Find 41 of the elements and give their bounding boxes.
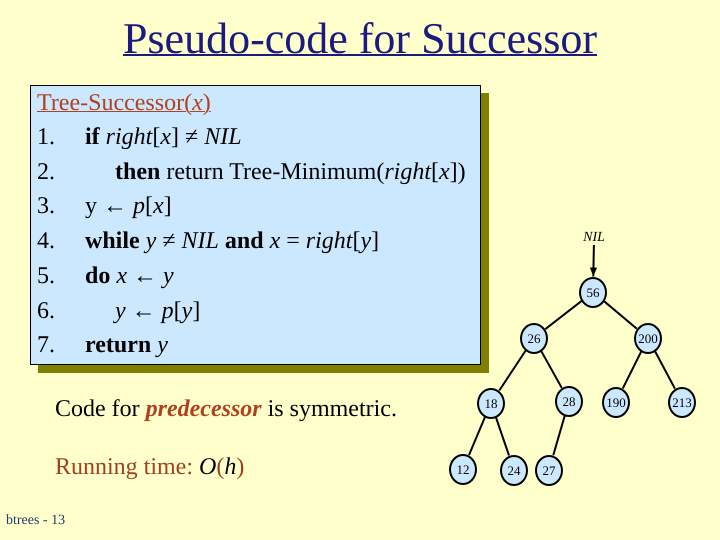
tree-node: 27 <box>535 454 563 486</box>
tree-node: 200 <box>634 322 662 354</box>
line-number: 3. <box>37 192 55 220</box>
connector-line <box>495 417 510 456</box>
connector-line <box>604 300 638 330</box>
connector-line <box>498 350 527 392</box>
code-line: do x ← y <box>85 262 174 290</box>
tree-node: 18 <box>477 388 505 418</box>
function-heading: Tree-Successor(x) <box>37 89 211 117</box>
connector-line <box>468 416 486 456</box>
code-line: return y <box>85 331 168 360</box>
note-text: Code for predecessor is symmetric. <box>55 395 397 423</box>
code-box <box>30 85 489 373</box>
connector-line <box>654 350 676 390</box>
line-number: 6. <box>37 296 55 324</box>
connector-line <box>622 351 642 389</box>
connector-line <box>552 416 566 456</box>
arrow <box>590 244 598 277</box>
connector-line <box>544 300 582 330</box>
code-line: if right[x] ≠ NIL <box>85 123 242 151</box>
tree-node: 213 <box>668 386 696 418</box>
parent-label: NIL <box>583 231 605 245</box>
line-number: 4. <box>37 227 55 256</box>
tree-node: 26 <box>520 322 548 354</box>
code-line: y ← p[y] <box>115 296 200 324</box>
tree-node: 12 <box>449 454 477 484</box>
code-line: then return Tree-Minimum(right[x]) <box>115 158 466 186</box>
line-number: 2. <box>37 158 55 186</box>
code-line: while y ≠ NIL and x = right[y] <box>85 227 380 256</box>
tree-node: 24 <box>500 454 528 486</box>
line-number: 5. <box>37 262 55 290</box>
tree-node: 28 <box>555 386 583 416</box>
tree-node: 56 <box>579 276 607 308</box>
running-time-text: Running time: O(h) <box>55 453 244 481</box>
line-number: 7. <box>37 331 55 360</box>
slide-title: Pseudo-code for Successor <box>122 14 598 64</box>
slide-footer: btrees - 13 <box>6 512 66 529</box>
connector-line <box>540 350 563 388</box>
code-line: y ← p[x] <box>85 192 172 220</box>
tree-node: 190 <box>602 386 630 418</box>
line-number: 1. <box>37 123 55 151</box>
